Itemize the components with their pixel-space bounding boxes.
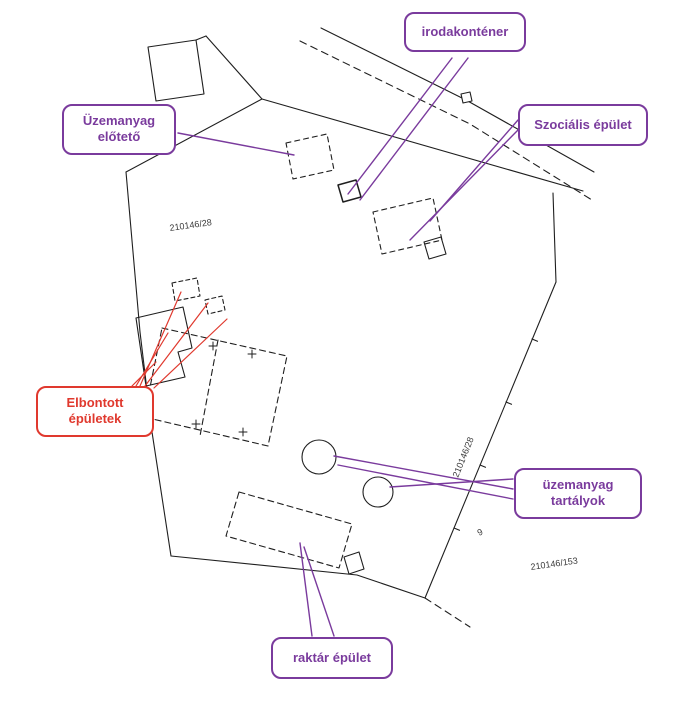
fuel-tank-circle-2	[362, 476, 394, 508]
callout-elbontott-epuletek: Elbontott épületek	[36, 386, 154, 437]
boundary-road-dashed	[299, 40, 593, 201]
demolished-small-rect-1	[171, 277, 201, 302]
building-large-dashed-outline	[143, 327, 288, 447]
fence-tick-marks	[453, 338, 539, 531]
map-parcel-labels: 210146/28 210146/28 210146/153 9	[169, 217, 578, 572]
demolished-small-rect-2	[204, 295, 226, 315]
callout-uzemanyag-tartalyok: üzemanyag tartályok	[514, 468, 642, 519]
building-raktar-outline	[225, 491, 353, 569]
leader-irodakontener-2	[359, 57, 469, 201]
callout-uzemanyag-tartalyok-label: üzemanyag tartályok	[542, 477, 614, 509]
boundary-bottom-right-dashed	[424, 597, 471, 628]
parcel-label-boundary: 210146/28	[451, 436, 476, 479]
boundary-right-vertical	[552, 192, 557, 283]
callout-elbontott-epuletek-label: Elbontott épületek	[66, 395, 124, 427]
building-szocialis-annex	[423, 236, 447, 260]
callout-raktar-epulet-label: raktár épület	[292, 650, 372, 665]
boundary-left	[125, 171, 172, 557]
parcel-label-point-number: 9	[476, 527, 485, 538]
leader-raktar-1	[299, 542, 313, 637]
leader-lines-red	[131, 291, 228, 389]
leader-tartalyok-3	[337, 464, 514, 500]
leader-elbontott-2	[144, 302, 209, 387]
building-irodakontener-outline	[337, 179, 362, 203]
gate-rectangle	[343, 551, 365, 575]
leader-elbontott-5	[131, 361, 157, 387]
map-linework	[125, 27, 595, 628]
leader-tartalyok-1	[389, 478, 514, 488]
callout-szocialis-epulet-label: Szociális épület	[534, 117, 632, 132]
leader-tartalyok-2	[333, 455, 514, 490]
building-szocialis-outline	[372, 197, 443, 255]
callout-irodakontener-label: irodakonténer	[421, 24, 509, 39]
callout-uzemanyag-eloteto: Üzemanyag előtető	[62, 104, 176, 155]
boundary-node-square	[460, 91, 473, 104]
callout-irodakontener: irodakonténer	[404, 12, 526, 53]
boundary-right-fence	[424, 281, 557, 599]
callout-raktar-epulet: raktár épület	[271, 637, 393, 680]
survey-cross-marks	[191, 341, 257, 437]
building-top-left-connector	[195, 35, 207, 41]
leader-szocialis-2	[409, 129, 519, 241]
boundary-bottom	[170, 555, 426, 599]
building-top-left-outline	[147, 39, 205, 102]
callout-uzemanyag-eloteto-label: Üzemanyag előtető	[82, 113, 156, 145]
parcel-label-site: 210146/28	[169, 217, 213, 233]
fuel-tank-circle-1	[301, 439, 337, 475]
leader-lines-purple	[177, 57, 519, 637]
callout-szocialis-epulet: Szociális épület	[518, 104, 648, 147]
leader-elbontott-3	[153, 318, 228, 389]
leader-raktar-2	[303, 546, 335, 637]
building-uzemanyag-eloteto-outline	[285, 133, 335, 180]
leader-eloteto	[177, 132, 295, 156]
building-large-inner-line	[199, 339, 219, 437]
leader-irodakontener-1	[347, 57, 453, 195]
parcel-label-neighbor: 210146/153	[530, 555, 578, 572]
